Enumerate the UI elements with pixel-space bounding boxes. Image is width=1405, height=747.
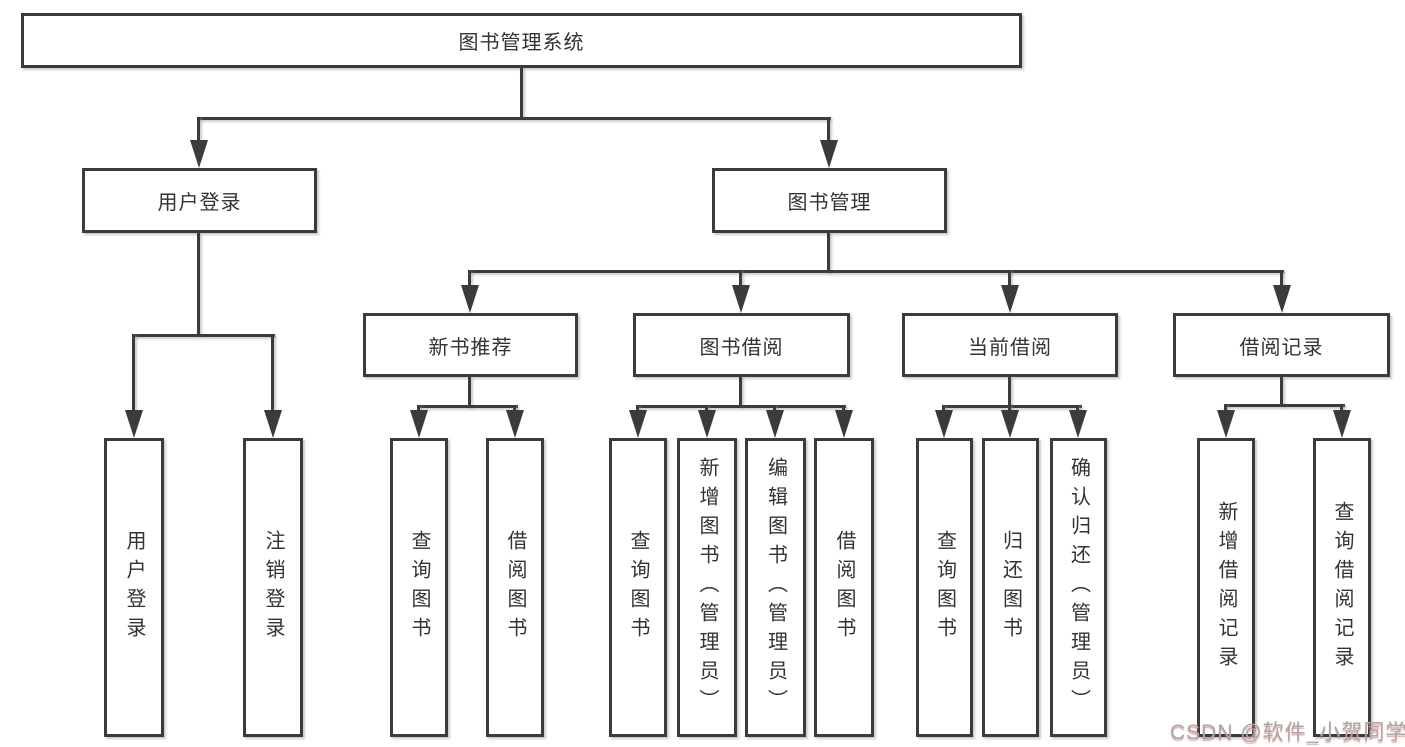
arrow-down-icon (190, 140, 208, 168)
leaf-query-books-current: 查询图书 (916, 438, 973, 737)
connector-userlogin-drop (197, 233, 200, 335)
connector-root-left-stub (197, 117, 200, 143)
node-user-login: 用户登录 (82, 168, 317, 233)
connector-bookmgmt-span (468, 270, 1284, 273)
arrow-down-icon (1273, 285, 1291, 313)
csdn-watermark: CSDN @软件_小贺同学 (1170, 721, 1405, 744)
arrow-down-icon (1217, 410, 1235, 438)
connector-currentgrp-drop (1008, 377, 1011, 408)
leaf-add-books-admin: 新增图书（管理员） (677, 438, 737, 737)
arrow-down-icon (410, 410, 428, 438)
arrow-down-icon (1333, 410, 1351, 438)
leaf-query-books-borrow: 查询图书 (609, 438, 667, 737)
arrow-down-icon (264, 410, 282, 438)
leaf-borrow-books-recommend: 借阅图书 (486, 438, 544, 737)
leaf-query-borrow-record: 查询借阅记录 (1313, 438, 1371, 737)
leaf-confirm-return-admin: 确认归还（管理员） (1050, 438, 1107, 737)
arrow-down-icon (1069, 410, 1087, 438)
connector-borrowgrp-span (636, 405, 846, 408)
leaf-add-borrow-record: 新增借阅记录 (1197, 438, 1255, 737)
connector-recommend-span (417, 405, 518, 408)
connector-bookmgmt-stub (739, 270, 742, 288)
arrow-down-icon (629, 410, 647, 438)
node-borrow-records: 借阅记录 (1173, 313, 1390, 377)
node-new-book-recommend: 新书推荐 (363, 313, 578, 377)
leaf-query-books-recommend: 查询图书 (390, 438, 448, 737)
connector-borrowgrp-drop (739, 377, 742, 408)
arrow-down-icon (732, 285, 750, 313)
arrow-down-icon (698, 410, 716, 438)
arrow-down-icon (461, 285, 479, 313)
connector-bookmgmt-stub (1008, 270, 1011, 288)
connector-userlogin-right-stub (271, 334, 274, 412)
connector-recordgrp-drop (1280, 377, 1283, 407)
arrow-down-icon (835, 410, 853, 438)
arrow-down-icon (1001, 285, 1019, 313)
connector-bookmgmt-stub (1280, 270, 1283, 288)
arrow-down-icon (766, 410, 784, 438)
leaf-edit-books-admin: 编辑图书（管理员） (745, 438, 806, 737)
leaf-user-login: 用户登录 (104, 438, 164, 737)
arrow-down-icon (506, 410, 524, 438)
connector-recordgrp-span (1224, 404, 1345, 407)
connector-root-right-stub (827, 117, 830, 143)
node-root: 图书管理系统 (21, 13, 1022, 68)
connector-bookmgmt-drop (827, 233, 830, 273)
arrow-down-icon (935, 410, 953, 438)
leaf-logout-login: 注销登录 (243, 438, 303, 737)
connector-recommend-drop (468, 377, 471, 408)
leaf-borrow-books: 借阅图书 (814, 438, 874, 737)
leaf-return-books: 归还图书 (982, 438, 1039, 737)
connector-userlogin-span (132, 334, 275, 337)
arrow-down-icon (820, 140, 838, 168)
connector-recordgrp-stub (1224, 404, 1227, 415)
connector-bookmgmt-stub (468, 270, 471, 288)
arrow-down-icon (1001, 410, 1019, 438)
connector-currentgrp-span (942, 405, 1082, 408)
connector-root-span (197, 117, 831, 120)
node-book-borrow: 图书借阅 (633, 313, 850, 377)
connector-userlogin-left-stub (132, 334, 135, 412)
node-current-borrow: 当前借阅 (902, 313, 1118, 377)
arrow-down-icon (125, 410, 143, 438)
node-book-management: 图书管理 (712, 168, 947, 233)
connector-root-drop (520, 68, 523, 118)
connector-recordgrp-stub (1340, 404, 1343, 415)
